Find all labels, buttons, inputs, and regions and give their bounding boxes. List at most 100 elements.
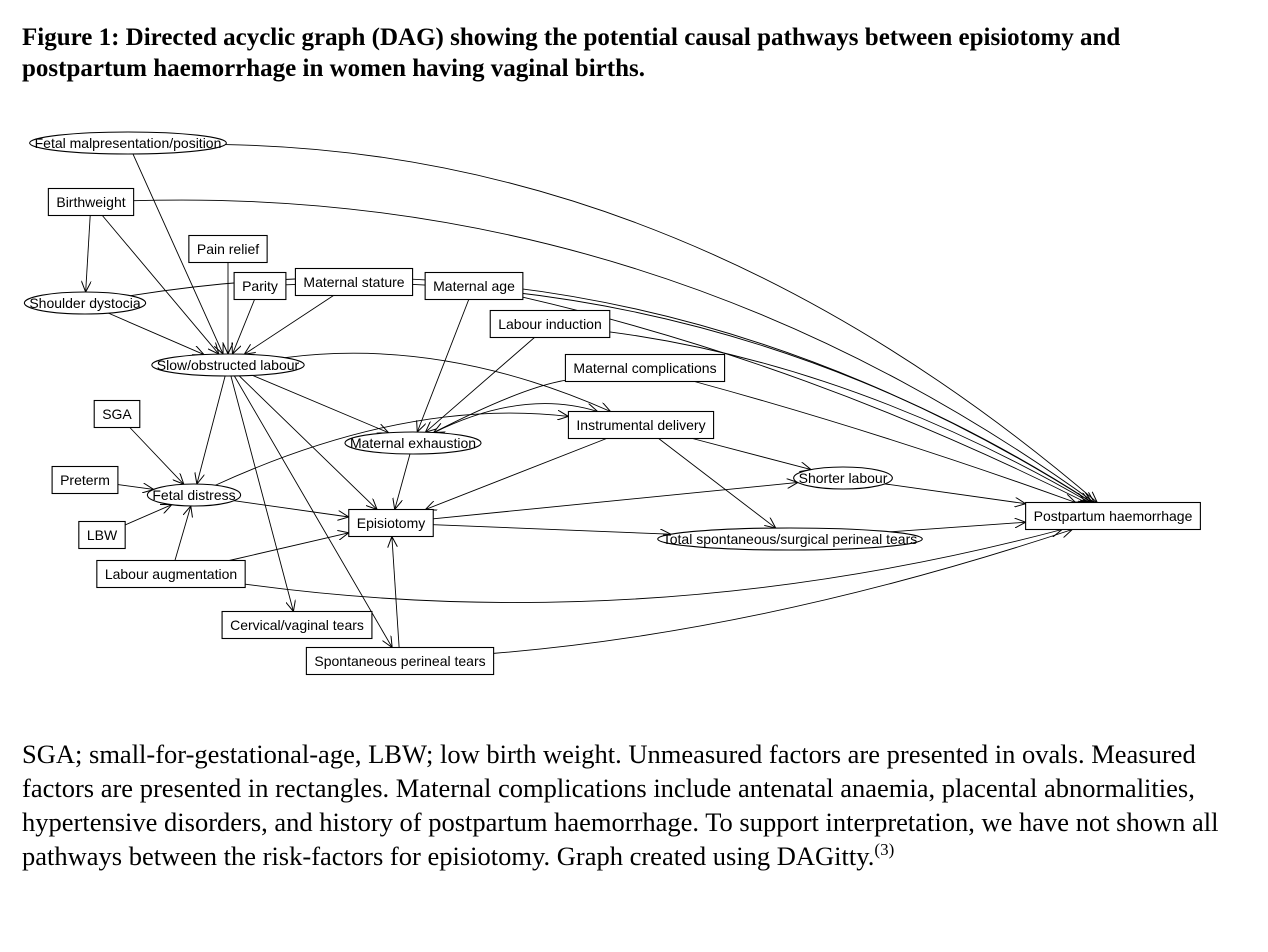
dag-edge-maternal-complications-to-maternal-exhaustion <box>434 379 566 432</box>
figure-title: Figure 1: Directed acyclic graph (DAG) s… <box>22 24 1121 82</box>
dag-edge-birthweight-to-shoulder-dystocia <box>86 215 91 293</box>
dag-node-lbw: LBW <box>78 520 126 550</box>
measured-factor-rect <box>78 520 126 550</box>
dag-edge-slow-labour-to-cervical-tears <box>230 375 294 612</box>
unmeasured-factor-oval <box>344 431 482 455</box>
dag-edge-instrumental-delivery-to-total-tears <box>658 438 776 529</box>
dag-edge-maternal-age-to-maternal-exhaustion <box>417 299 470 433</box>
dag-node-label: SGA <box>102 406 132 422</box>
measured-factor-rect <box>47 187 135 217</box>
dag-edge-maternal-complications-to-pph <box>694 381 1075 503</box>
dag-edge-slow-labour-to-episiotomy <box>238 375 377 510</box>
nodes-layer: Fetal malpresentation/positionBirthweigh… <box>23 131 1201 676</box>
dag-node-pain-relief: Pain relief <box>188 234 268 264</box>
dag-node-preterm: Preterm <box>51 465 119 495</box>
dag-node-maternal-age: Maternal age <box>424 271 524 301</box>
dag-edge-preterm-to-fetal-distress <box>117 485 154 490</box>
dag-edge-sga-to-fetal-distress <box>129 427 184 485</box>
dag-node-cervical-tears: Cervical/vaginal tears <box>221 610 373 640</box>
dag-edge-shorter-labour-to-pph <box>884 483 1026 504</box>
dag-edge-labour-augmentation-to-episiotomy <box>229 533 349 561</box>
dag-edge-maternal-stature-to-slow-labour <box>244 295 334 355</box>
dag-node-label: Shoulder dystocia <box>29 295 141 311</box>
dag-node-total-tears: Total spontaneous/surgical perineal tear… <box>657 527 923 551</box>
measured-factor-rect <box>188 234 268 264</box>
unmeasured-factor-oval <box>793 466 893 490</box>
dag-edge-labour-augmentation-to-fetal-distress <box>174 506 191 561</box>
dag-node-shoulder-dystocia: Shoulder dystocia <box>23 291 147 315</box>
dag-node-maternal-stature: Maternal stature <box>294 267 414 297</box>
caption-reference: (3) <box>874 840 895 860</box>
dag-node-label: LBW <box>87 527 118 543</box>
unmeasured-factor-oval <box>29 131 227 155</box>
dag-edge-spont-tears-to-episiotomy <box>392 537 400 648</box>
dag-edge-fetal-distress-to-instrumental-delivery <box>215 413 568 486</box>
dag-node-sga: SGA <box>93 399 141 429</box>
dag-node-labour-augmentation: Labour augmentation <box>96 559 246 589</box>
dag-edge-instrumental-delivery-to-episiotomy <box>425 438 607 510</box>
dag-node-label: Episiotomy <box>357 515 425 531</box>
dag-edge-fetal-malpresentation-to-slow-labour <box>132 153 223 354</box>
measured-factor-rect <box>221 610 373 640</box>
dag-edge-fetal-malpresentation-to-pph <box>225 144 1097 503</box>
dag-node-maternal-complications: Maternal complications <box>564 353 726 383</box>
dag-node-episiotomy: Episiotomy <box>348 508 434 538</box>
dag-node-labour-induction: Labour induction <box>489 309 611 339</box>
dag-node-label: Postpartum haemorrhage <box>1034 508 1193 524</box>
measured-factor-rect <box>424 271 524 301</box>
dag-edge-spont-tears-to-pph <box>493 530 1073 654</box>
dag-node-label: Fetal malpresentation/position <box>35 135 222 151</box>
dag-node-label: Parity <box>242 278 278 294</box>
dag-node-label: Spontaneous perineal tears <box>314 653 485 669</box>
dag-node-label: Maternal age <box>433 278 515 294</box>
measured-factor-rect <box>567 410 715 440</box>
dag-edge-slow-labour-to-fetal-distress <box>197 375 226 484</box>
dag-node-pph: Postpartum haemorrhage <box>1025 501 1201 531</box>
dag-node-slow-labour: Slow/obstructed labour <box>151 353 305 377</box>
measured-factor-rect <box>294 267 414 297</box>
dag-node-shorter-labour: Shorter labour <box>793 466 893 490</box>
dag-node-label: Maternal exhaustion <box>350 435 476 451</box>
dag-node-label: Cervical/vaginal tears <box>230 617 364 633</box>
dag-node-label: Fetal distress <box>152 487 235 503</box>
dag-edge-shoulder-dystocia-to-pph <box>130 277 1091 503</box>
dag-node-fetal-malpresentation: Fetal malpresentation/position <box>29 131 227 155</box>
dag-edge-labour-augmentation-to-pph <box>245 530 1062 603</box>
dag-edge-total-tears-to-pph <box>890 522 1025 533</box>
figure-caption: SGA; small-for-gestational-age, LBW; low… <box>22 737 1247 873</box>
dag-edge-labour-induction-to-pph <box>609 331 1090 503</box>
measured-factor-rect <box>51 465 119 495</box>
dag-edge-shoulder-dystocia-to-slow-labour <box>108 312 204 354</box>
dag-edge-parity-to-slow-labour <box>232 299 255 355</box>
dag-node-label: Pain relief <box>197 241 259 257</box>
measured-factor-rect <box>1025 501 1201 531</box>
dag-edge-lbw-to-fetal-distress <box>124 505 172 526</box>
dag-node-label: Labour augmentation <box>105 566 237 582</box>
dag-edge-birthweight-to-slow-labour <box>102 215 218 355</box>
dag-edge-episiotomy-to-total-tears <box>433 524 671 535</box>
dag-node-label: Total spontaneous/surgical perineal tear… <box>663 531 918 547</box>
unmeasured-factor-oval <box>146 483 242 507</box>
measured-factor-rect <box>348 508 434 538</box>
dag-diagram: Fetal malpresentation/positionBirthweigh… <box>23 131 1201 676</box>
dag-edge-fetal-distress-to-episiotomy <box>233 500 349 517</box>
dag-edge-maternal-exhaustion-to-episiotomy <box>395 453 411 510</box>
unmeasured-factor-oval <box>151 353 305 377</box>
unmeasured-factor-oval <box>23 291 147 315</box>
dag-node-label: Preterm <box>60 472 110 488</box>
dag-edge-slow-labour-to-instrumental-delivery <box>284 352 611 411</box>
dag-node-label: Maternal complications <box>573 360 716 376</box>
measured-factor-rect <box>233 271 287 301</box>
unmeasured-factor-oval <box>657 527 923 551</box>
dag-node-spont-tears: Spontaneous perineal tears <box>305 646 495 676</box>
dag-node-fetal-distress: Fetal distress <box>146 483 242 507</box>
dag-edge-maternal-exhaustion-to-instrumental-delivery <box>433 403 597 433</box>
measured-factor-rect <box>93 399 141 429</box>
dag-node-label: Shorter labour <box>799 470 888 486</box>
dag-edge-parity-to-pph <box>285 282 1092 502</box>
measured-factor-rect <box>564 353 726 383</box>
measured-factor-rect <box>96 559 246 589</box>
measured-factor-rect <box>489 309 611 339</box>
dag-node-label: Maternal stature <box>303 274 404 290</box>
dag-edge-labour-induction-to-maternal-exhaustion <box>425 337 535 433</box>
